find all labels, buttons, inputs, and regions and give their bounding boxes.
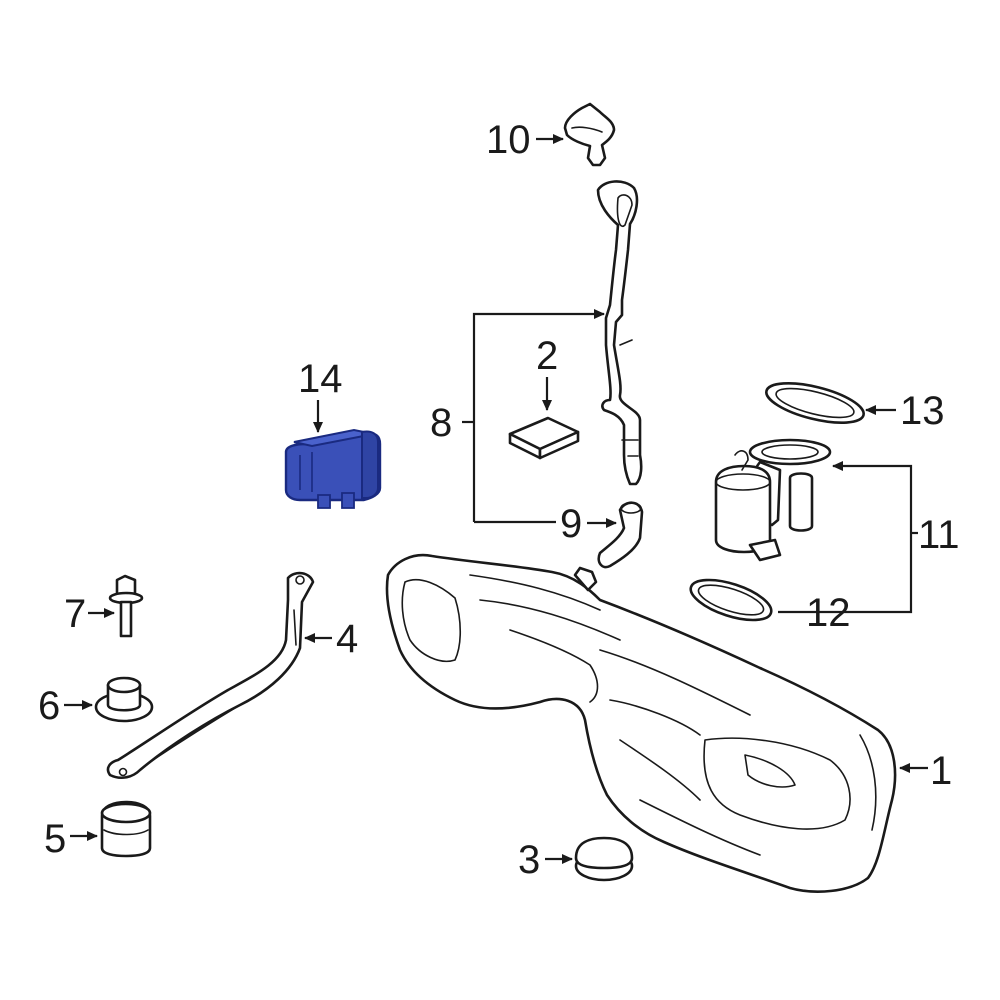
seal-ring-part[interactable] <box>763 375 868 430</box>
svg-text:10: 10 <box>486 118 531 162</box>
fuel-pump-part[interactable] <box>714 438 832 562</box>
callout-9: 9 <box>560 502 617 546</box>
callout-3: 3 <box>518 838 573 882</box>
svg-text:9: 9 <box>560 502 582 546</box>
fuel-cap-part[interactable] <box>563 102 616 167</box>
svg-text:1: 1 <box>930 749 952 793</box>
vent-hose-part[interactable] <box>597 501 644 569</box>
callout-7: 7 <box>64 592 115 636</box>
callout-10: 10 <box>486 118 564 162</box>
svg-text:6: 6 <box>38 684 60 728</box>
callout-11: 11 <box>778 461 960 614</box>
svg-text:7: 7 <box>64 592 86 636</box>
svg-text:2: 2 <box>536 334 558 378</box>
callout-2: 2 <box>536 334 558 411</box>
insulation-pad-part[interactable] <box>508 416 580 460</box>
callout-4: 4 <box>304 617 358 661</box>
filler-neck-part[interactable] <box>596 180 643 486</box>
svg-text:3: 3 <box>518 838 540 882</box>
lower-gasket-part[interactable] <box>686 572 776 628</box>
callout-6: 6 <box>38 684 93 728</box>
grommet-part[interactable] <box>100 800 152 858</box>
svg-text:5: 5 <box>44 817 66 861</box>
callout-13: 13 <box>865 389 945 433</box>
control-module-part[interactable] <box>284 428 382 509</box>
callout-1: 1 <box>899 749 952 793</box>
callout-12: 12 <box>806 591 851 635</box>
tank-strap-part[interactable] <box>106 571 315 780</box>
plug-part[interactable] <box>574 836 634 882</box>
svg-text:4: 4 <box>336 617 358 661</box>
nut-part[interactable] <box>94 676 154 723</box>
svg-text:11: 11 <box>918 513 960 557</box>
callout-5: 5 <box>44 817 98 861</box>
callout-14: 14 <box>298 357 343 433</box>
callout-8: 8 <box>430 309 605 524</box>
svg-text:12: 12 <box>806 591 851 635</box>
svg-text:14: 14 <box>298 357 343 401</box>
svg-text:8: 8 <box>430 401 452 445</box>
svg-text:13: 13 <box>900 389 945 433</box>
fuel-tank-part[interactable] <box>385 553 897 893</box>
bolt-part[interactable] <box>108 574 144 638</box>
